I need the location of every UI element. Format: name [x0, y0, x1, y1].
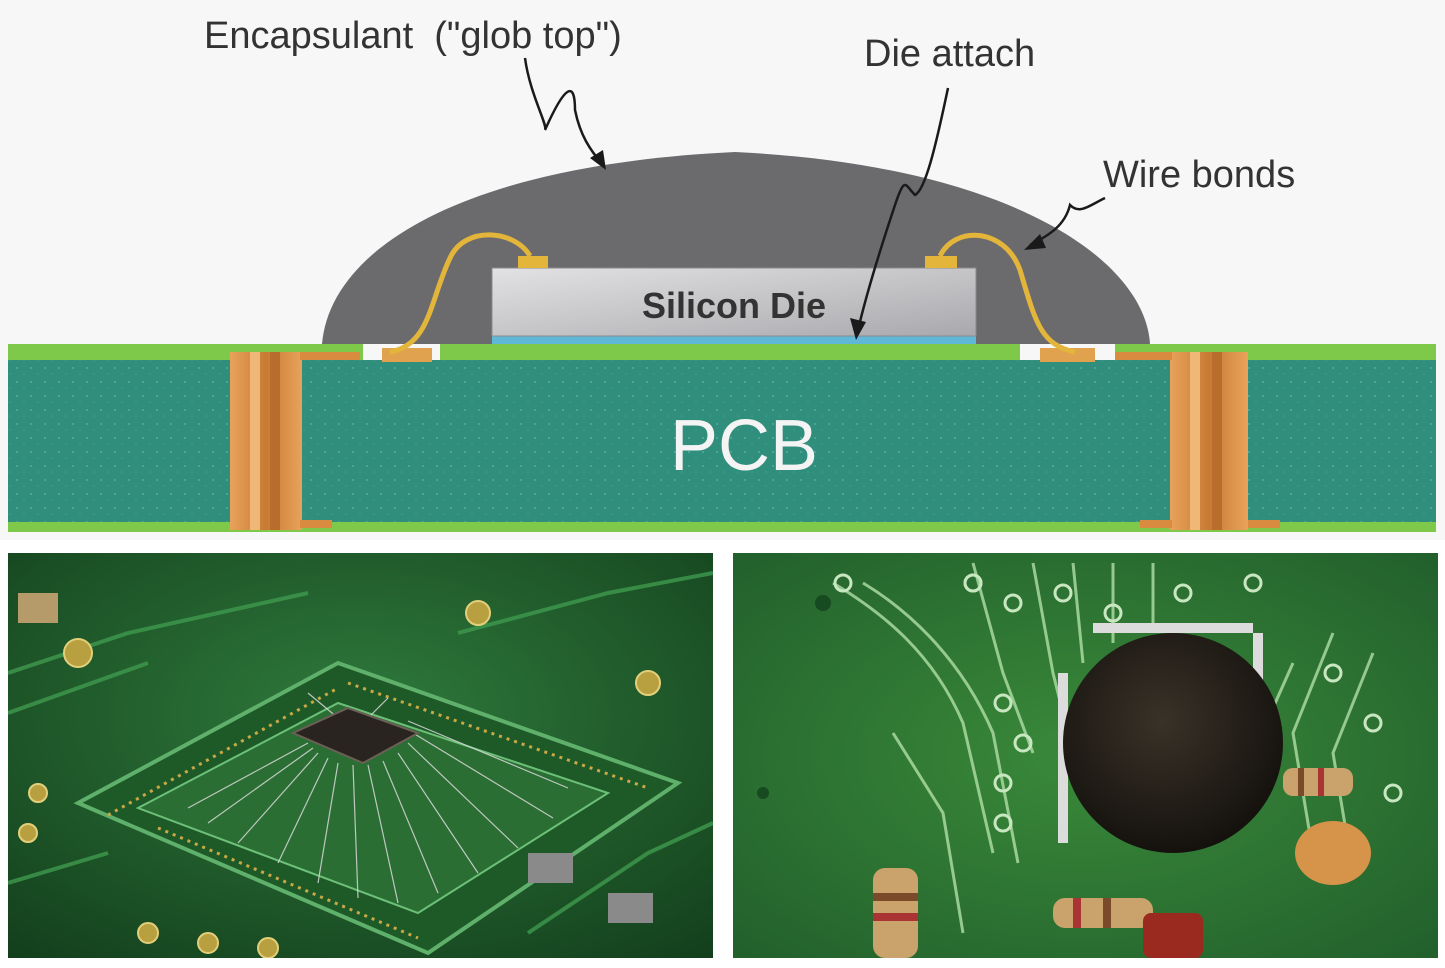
via-left: [230, 352, 360, 530]
encapsulant-leader: [523, 57, 604, 166]
die-attach-leader: [856, 87, 950, 331]
die-pad-left: [518, 256, 548, 268]
encapsulant-arrowhead: [590, 150, 606, 170]
encapsulant-label: Encapsulant ("glob top"): [204, 15, 622, 57]
chip-on-board-cross-section: Encapsulant ("glob top") Die attach Wire…: [8, 15, 1436, 532]
solder-mask-bottom: [8, 522, 1436, 532]
wire-bonds-label: Wire bonds: [1103, 154, 1295, 196]
wire-bonds-arrowhead: [1024, 234, 1046, 250]
photo-wire-bonded-die: [8, 553, 713, 958]
die-pad-right: [925, 256, 957, 268]
die-attach-label: Die attach: [864, 33, 1035, 75]
die-attach-arrowhead: [850, 318, 866, 340]
photo-glob-top-blob-art: [733, 553, 1438, 958]
silicon-die: [491, 267, 977, 337]
pcb-label: PCB: [670, 406, 818, 486]
photo-glob-top-blob: [733, 553, 1438, 958]
via-right: [1115, 352, 1280, 530]
die-attach-layer: [492, 336, 976, 344]
wire-bonds-leader: [1029, 196, 1106, 247]
silicon-die-label: Silicon Die: [642, 285, 826, 326]
wire-bond-left: [389, 232, 533, 355]
solder-mask-top-center: [440, 344, 1020, 360]
bond-pad-left: [382, 348, 432, 362]
wire-bond-right: [937, 232, 1076, 355]
bond-pad-right: [1040, 348, 1095, 362]
photo-wire-bonded-die-art: [8, 553, 713, 958]
